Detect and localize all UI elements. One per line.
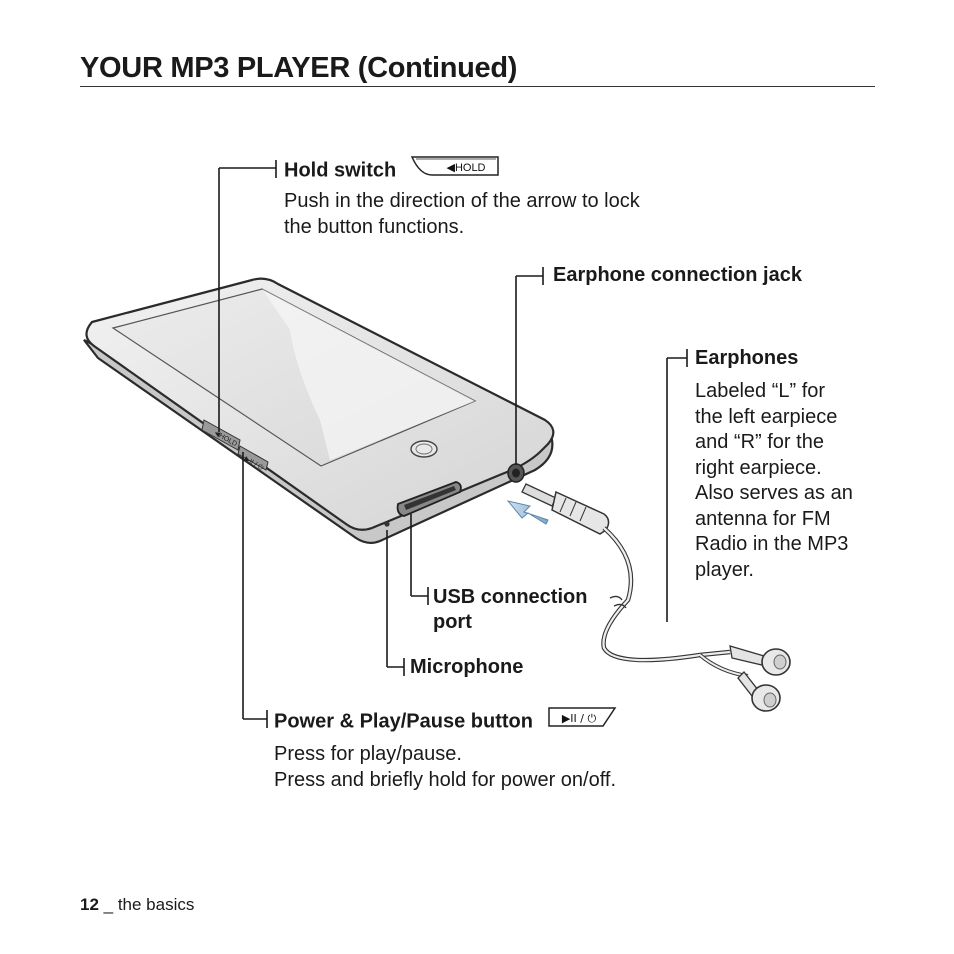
page-number: 12 xyxy=(80,895,99,914)
hold-switch-on-device xyxy=(201,419,241,451)
home-button xyxy=(410,440,438,458)
earphone-jack-label: Earphone connection jack xyxy=(553,264,802,286)
svg-text:▶II / ⏻: ▶II / ⏻ xyxy=(561,712,596,725)
power-button-callout: Power & Play/Pause button ▶II / ⏻ xyxy=(274,706,617,736)
page-footer: 12 _ the basics xyxy=(80,895,194,915)
insert-arrow xyxy=(506,500,549,525)
svg-text:◀HOLD: ◀HOLD xyxy=(446,162,485,174)
hold-switch-description: Push in the direction of the arrow to lo… xyxy=(284,190,640,238)
power-button-badge: ▶II / ⏻ xyxy=(547,706,617,734)
earphone-plug xyxy=(521,483,557,507)
usb-port-label: USB connection port xyxy=(433,586,588,633)
power-button-label: Power & Play/Pause button xyxy=(274,710,533,733)
earbud-right xyxy=(729,645,767,667)
power-button-description: Press for play/pause. Press and briefly … xyxy=(274,743,617,791)
screen-glare xyxy=(262,289,475,460)
earphones-label: Earphones xyxy=(695,347,799,369)
title-divider xyxy=(80,86,875,87)
section-name: the basics xyxy=(117,895,195,914)
earphones-description: Labeled “L” for the left earpiece and “R… xyxy=(695,380,853,581)
leader-lines xyxy=(218,160,688,728)
power-button-on-device xyxy=(237,445,269,471)
hold-switch-badge: ◀HOLD xyxy=(410,155,500,183)
hold-switch-callout: Hold switch ◀HOLD xyxy=(284,155,500,185)
microphone-hole xyxy=(384,521,390,527)
page-title: YOUR MP3 PLAYER (Continued) xyxy=(80,52,518,84)
footer-separator: _ xyxy=(98,895,118,914)
hold-switch-label: Hold switch xyxy=(284,159,397,182)
microphone-label: Microphone xyxy=(410,656,524,678)
